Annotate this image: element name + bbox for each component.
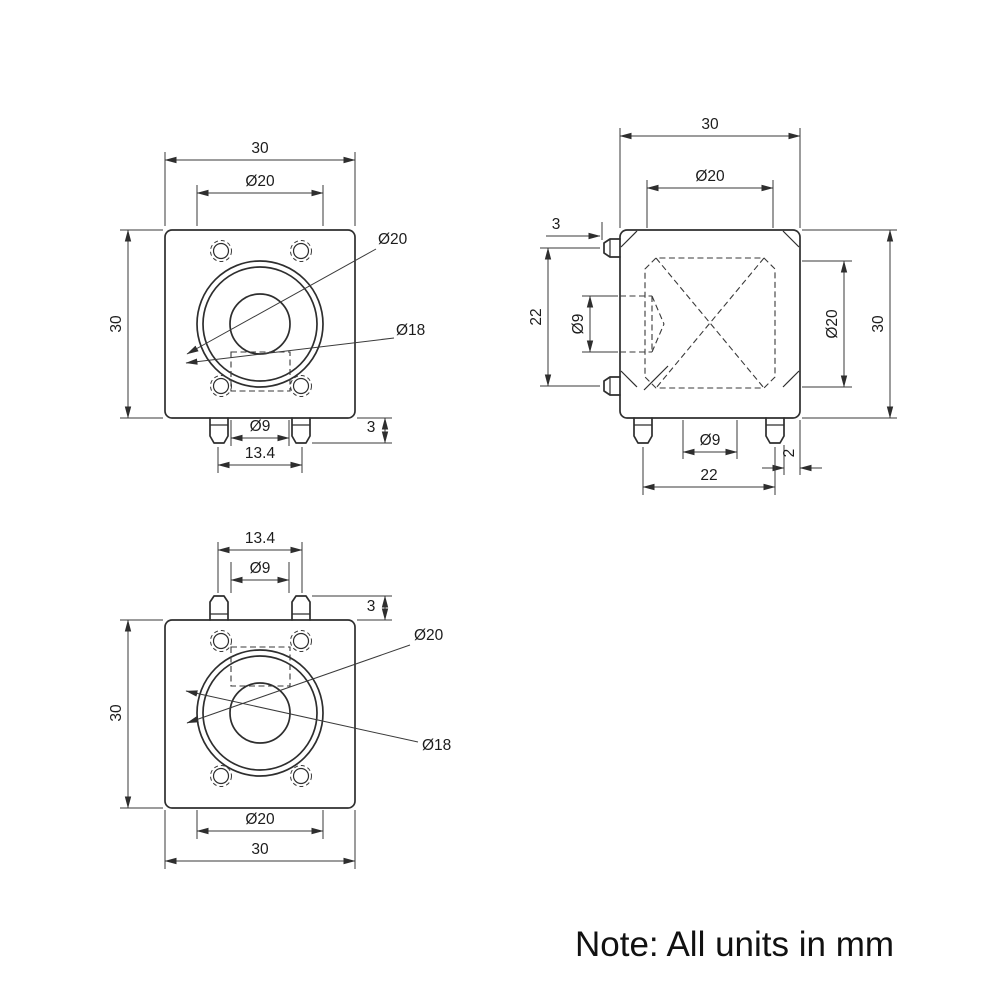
dim-overall-height: 30: [108, 704, 125, 722]
bottom-view: 13.4 Ø9 3 Ø20 Ø18 30 Ø20 30: [108, 530, 451, 869]
dim-bore-depth: Ø20: [824, 309, 841, 339]
dim-tab-protrusion: 3: [552, 216, 561, 233]
dim-pin-spacing: 13.4: [245, 530, 276, 547]
dim-pin-spacing: 13.4: [245, 445, 276, 462]
front-view-geometry: [164, 229, 356, 444]
label-outer-dia: Ø20: [378, 231, 408, 248]
front-view: 30 Ø20 30 Ø20 Ø18 Ø9 13.4 3: [108, 140, 425, 473]
dim-pin-protrusion: 3: [367, 419, 376, 436]
label-inner-dia: Ø18: [396, 322, 425, 339]
outer-bore-circle: [196, 260, 324, 388]
dim-pin-spacing: 22: [700, 467, 717, 484]
dim-pin-protrusion: 3: [367, 598, 376, 615]
body-outline: [619, 229, 801, 419]
bottom-view-dimensions: 13.4 Ø9 3 Ø20 Ø18 30 Ø20 30: [108, 530, 451, 869]
center-hole-circle: [229, 682, 291, 744]
dim-side-bore: Ø9: [570, 314, 587, 335]
dim-tab-spacing: 22: [528, 308, 545, 325]
outer-bore-circle: [196, 649, 324, 777]
label-inner-dia: Ø18: [422, 737, 451, 754]
bottom-pins: [209, 417, 311, 444]
dim-counterbore: Ø20: [245, 173, 275, 190]
hidden-slot: [230, 351, 291, 392]
dim-overall-width: 30: [251, 140, 269, 157]
dim-counterbore: Ø20: [245, 811, 275, 828]
body-outline: [164, 229, 356, 419]
body-outline: [164, 619, 356, 809]
hidden-bore-outline: [620, 257, 776, 389]
dim-overall-width: 30: [251, 841, 269, 858]
inner-bore-circle: [202, 266, 318, 382]
screw-holes: [210, 630, 312, 787]
side-view-geometry: [603, 229, 801, 444]
corner-chamfers: [620, 230, 800, 388]
dim-overall-width: 30: [701, 116, 719, 133]
dim-center-bore: Ø9: [250, 560, 271, 577]
side-view: 30 Ø20 3 22 Ø9 Ø20 30: [528, 116, 897, 495]
dim-center-bore: Ø9: [700, 432, 721, 449]
chamfer-edge: [643, 365, 669, 391]
dim-overall-height: 30: [870, 315, 887, 333]
dim-center-bore: Ø9: [250, 418, 271, 435]
top-pins: [209, 595, 311, 621]
front-view-dimensions: 30 Ø20 30 Ø20 Ø18 Ø9 13.4 3: [108, 140, 425, 473]
side-view-dimensions: 30 Ø20 3 22 Ø9 Ø20 30: [528, 116, 897, 495]
bottom-pins: [633, 417, 785, 444]
inner-bore-circle: [202, 655, 318, 771]
center-hole-circle: [229, 293, 291, 355]
label-outer-dia: Ø20: [414, 627, 444, 644]
units-note: Note: All units in mm: [575, 925, 894, 964]
left-tabs: [603, 238, 621, 396]
dim-counterbore: Ø20: [695, 168, 725, 185]
bottom-view-geometry: [164, 595, 356, 809]
dim-overall-height: 30: [108, 315, 125, 333]
dim-pin-edge-offset: 2: [781, 449, 798, 458]
hidden-slot: [230, 646, 291, 687]
screw-holes: [210, 240, 312, 397]
